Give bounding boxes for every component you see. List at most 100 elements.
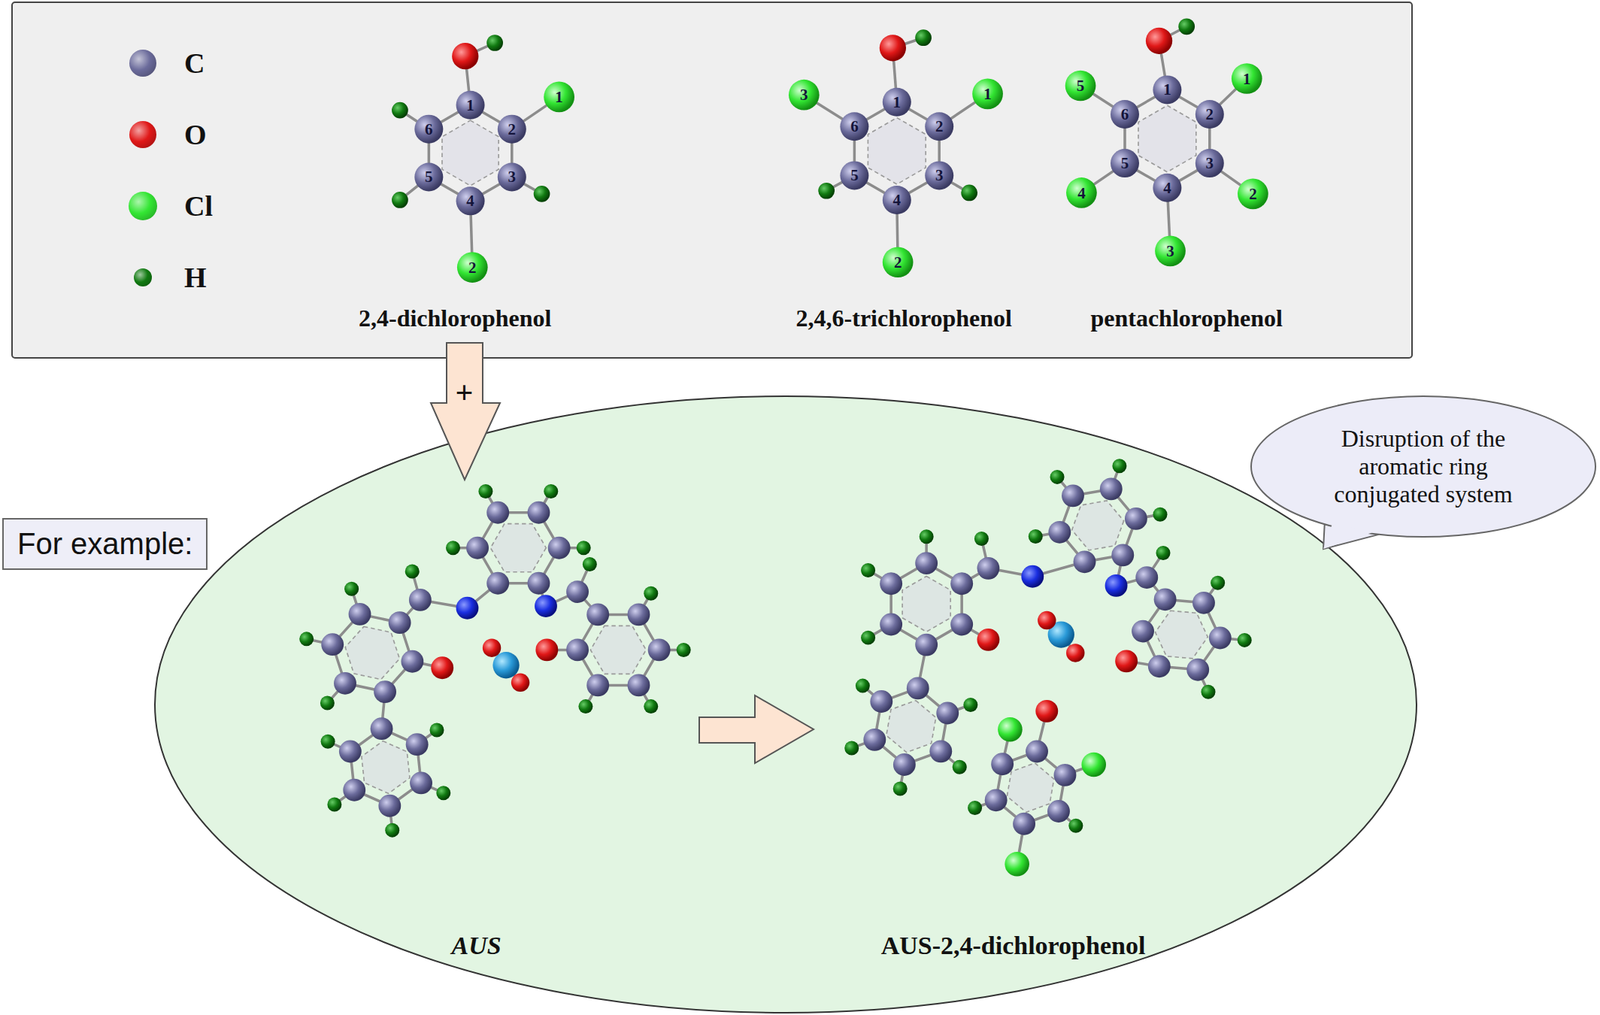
atom-ball xyxy=(952,760,967,775)
atom-ball xyxy=(497,162,527,191)
atom-ball xyxy=(478,484,493,499)
atom-number: 6 xyxy=(424,119,434,139)
atom-ball xyxy=(1028,529,1043,544)
atom-ball xyxy=(1186,658,1210,682)
atom-ball xyxy=(1111,543,1134,567)
atom-ball xyxy=(344,581,359,597)
atom-ball xyxy=(321,734,336,749)
atom-ball xyxy=(915,633,938,657)
top-panel xyxy=(12,2,1413,358)
atom-ball xyxy=(482,638,501,657)
atom-ball xyxy=(511,673,530,692)
atom-number: 2 xyxy=(893,252,903,272)
atom-ball xyxy=(839,160,869,190)
atom-ball xyxy=(1066,643,1085,662)
atom-ball xyxy=(578,699,593,714)
atom-ball xyxy=(1154,235,1186,267)
atom-ball xyxy=(990,752,1014,776)
atom-ball xyxy=(974,531,989,546)
atom-ball xyxy=(906,676,930,700)
atom-ball xyxy=(1012,812,1036,836)
atom-ball xyxy=(976,628,1000,652)
atom-ball xyxy=(409,588,432,612)
example-ellipse xyxy=(154,396,1417,1013)
aromatic-ring xyxy=(490,524,546,573)
atom-ball xyxy=(378,794,401,818)
atom-ball xyxy=(342,778,366,802)
atom-ball xyxy=(997,717,1023,743)
atom-ball xyxy=(456,186,485,216)
atom-ball xyxy=(1115,649,1138,673)
atom-ball xyxy=(1192,591,1216,615)
aromatic-ring xyxy=(590,625,646,674)
atom-ball xyxy=(929,739,952,763)
atom-number: 1 xyxy=(554,87,564,107)
atom-ball xyxy=(1135,566,1158,589)
atom-ball xyxy=(869,690,893,713)
atom-ball xyxy=(1004,851,1030,877)
atom-number: 4 xyxy=(1077,183,1086,203)
atom-ball xyxy=(1195,100,1225,129)
atom-number: 1 xyxy=(893,92,902,112)
text-box: For example: xyxy=(2,518,208,570)
atom-ball xyxy=(436,785,451,800)
atom-ball xyxy=(430,723,445,738)
atom-ball xyxy=(1100,477,1123,500)
molecules xyxy=(299,18,1269,876)
atom-ball xyxy=(466,536,489,560)
atom-ball xyxy=(457,251,488,283)
atom-ball xyxy=(643,699,658,714)
aromatic-ring xyxy=(1072,500,1125,551)
atom-ball xyxy=(1021,565,1044,588)
atom-ball xyxy=(1154,587,1177,611)
atom-ball xyxy=(486,34,504,52)
atom-ball xyxy=(1145,27,1173,55)
atom-ball xyxy=(963,697,978,713)
atom-ball xyxy=(936,702,959,725)
atom-ball xyxy=(456,90,485,120)
atom-number: 2 xyxy=(468,257,477,277)
aromatic-ring xyxy=(442,120,499,186)
label-text: 2,4-dichlorophenol xyxy=(358,304,552,333)
atom-number: 5 xyxy=(1121,154,1130,173)
atom-ball xyxy=(924,160,954,190)
atom-ball xyxy=(405,563,420,579)
atom-number: 3 xyxy=(935,166,944,185)
legend-swatch xyxy=(129,121,157,149)
atom-ball xyxy=(333,672,357,695)
atom-number: 5 xyxy=(1076,76,1085,96)
atom-number: 2 xyxy=(1206,105,1215,125)
atom-ball xyxy=(586,673,610,697)
atom-ball xyxy=(860,563,876,578)
atom-ball xyxy=(321,633,344,656)
atom-ball xyxy=(882,87,912,117)
atom-ball xyxy=(915,29,932,46)
atom-number: 1 xyxy=(983,84,992,104)
atom-ball xyxy=(497,115,527,144)
atom-ball xyxy=(384,823,400,838)
aromatic-ring xyxy=(1138,105,1197,172)
atom-ball xyxy=(1068,818,1083,834)
atom-number: 4 xyxy=(1163,178,1172,197)
atom-ball xyxy=(430,656,454,679)
atom-ball xyxy=(406,733,429,756)
atom-ball xyxy=(299,631,314,646)
atom-ball xyxy=(535,638,558,661)
atom-ball xyxy=(576,540,591,555)
atom-ball xyxy=(676,642,691,658)
atom-ball xyxy=(879,572,903,595)
atom-ball xyxy=(1124,507,1148,531)
atom-ball xyxy=(643,586,658,601)
atom-ball xyxy=(844,740,859,755)
atom-number: 4 xyxy=(893,190,902,210)
aromatic-ring xyxy=(867,118,926,185)
atom-ball xyxy=(456,596,479,620)
atom-ball xyxy=(1110,100,1140,129)
atom-ball xyxy=(1209,627,1232,650)
atom-number: 4 xyxy=(466,191,475,211)
atom-ball xyxy=(388,611,412,634)
atom-ball xyxy=(566,580,589,604)
atom-ball xyxy=(543,81,575,113)
atom-ball xyxy=(627,603,651,626)
